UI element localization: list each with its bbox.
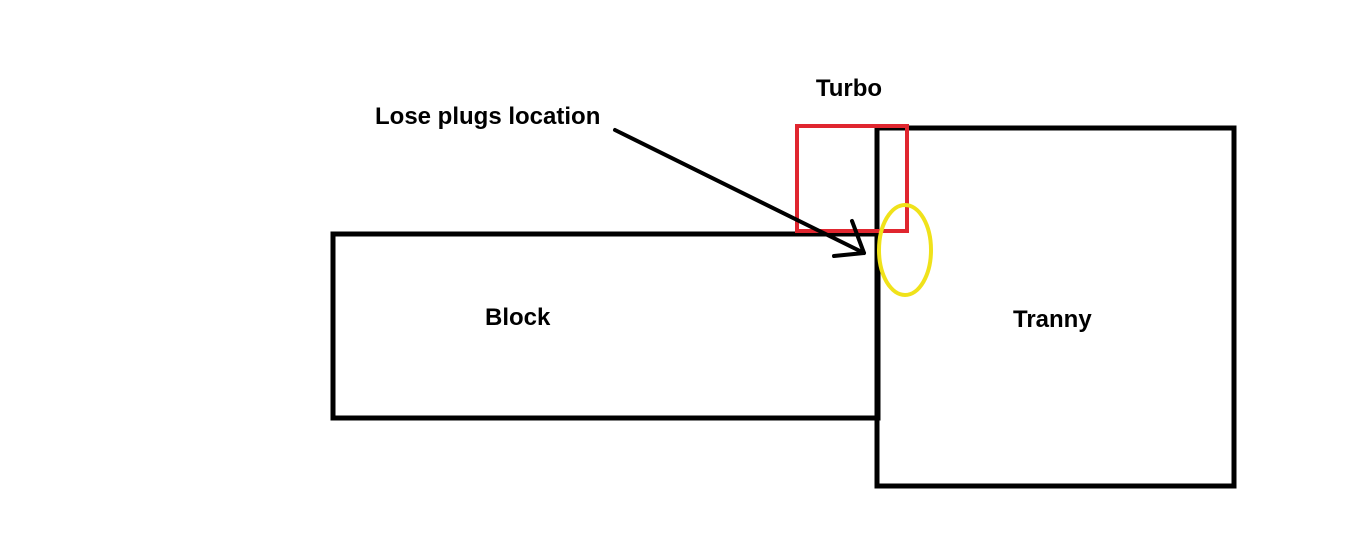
turbo-box — [795, 124, 909, 233]
block-label: Block — [485, 304, 551, 331]
tranny-box — [874, 125, 1237, 489]
callout-arrow — [613, 128, 866, 258]
callout-label: Lose plugs location — [375, 103, 600, 130]
block-box — [330, 231, 881, 421]
plug-location-highlight — [877, 203, 933, 297]
turbo-label: Turbo — [816, 75, 882, 102]
tranny-label: Tranny — [1013, 306, 1092, 333]
